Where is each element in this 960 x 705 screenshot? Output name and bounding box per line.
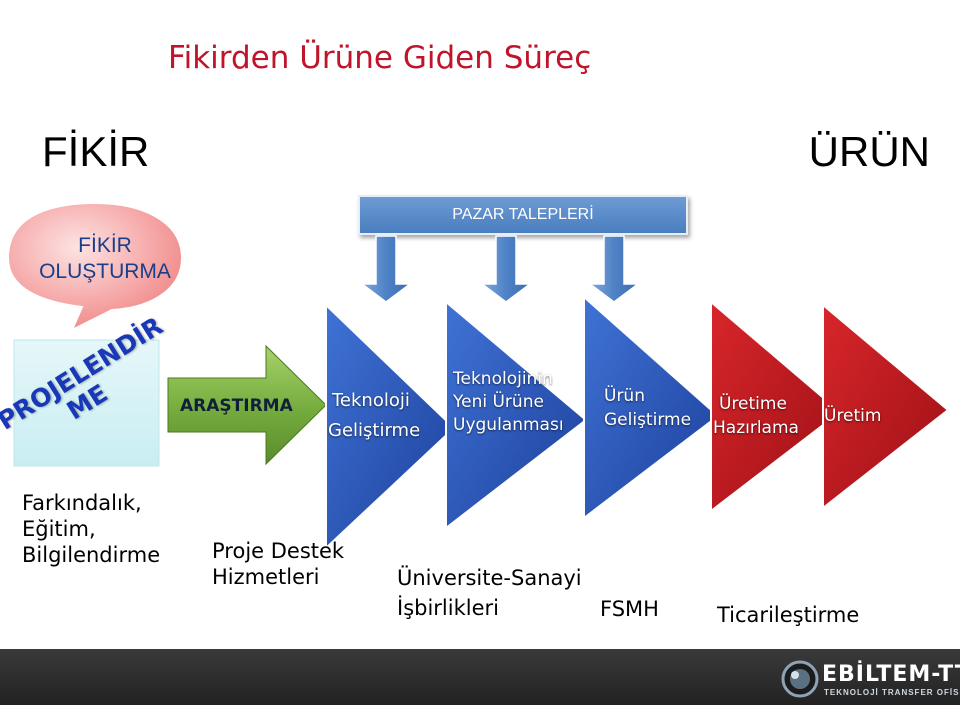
down-arrow-2: [479, 235, 533, 303]
commercialization-label: Ticarileştirme: [717, 603, 860, 627]
product-label: ÜRÜN: [808, 128, 930, 175]
idea-bubble: [6, 201, 184, 333]
awareness-line2: Eğitim,: [22, 517, 96, 541]
stage-technology-development: [325, 302, 456, 551]
stage-label-2: Teknolojinin Yeni Ürüne Uygulanması: [453, 368, 564, 437]
down-arrow-3: [587, 235, 641, 303]
page-title: Fikirden Ürüne Giden Süreç: [168, 40, 592, 76]
logo-subtitle: TEKNOLOJİ TRANSFER OFİSİ: [824, 688, 960, 697]
market-down-arrows: [359, 235, 641, 303]
stage-label-3: Ürün Geliştirme: [604, 384, 691, 432]
project-box: [13, 339, 160, 467]
stage-technology-application: [445, 299, 588, 531]
university-industry-line1: Üniversite-Sanayi: [397, 566, 582, 590]
project-support-line2: Hizmetleri: [212, 565, 320, 589]
stage-product-development: [583, 294, 720, 521]
stage-production: [822, 302, 950, 511]
university-industry-line2: İşbirlikleri: [397, 596, 499, 620]
stage-2-line3: Uygulanması: [453, 415, 564, 435]
university-industry-label: Üniversite-Sanayi İşbirlikleri: [397, 563, 582, 623]
idea-bubble-line2: OLUŞTURMA: [39, 260, 171, 283]
stage-2-line2: Yeni Ürüne: [453, 392, 544, 412]
ebiltem-logo-mark-icon: [781, 660, 819, 698]
stage-1-line1: Teknoloji: [332, 390, 410, 411]
fsmh-label: FSMH: [600, 597, 659, 621]
idea-bubble-text: FİKİR OLUŞTURMA: [15, 233, 195, 285]
stage-5-line1: Üretim: [824, 406, 882, 426]
research-label: ARAŞTIRMA: [180, 396, 293, 416]
awareness-line3: Bilgilendirme: [22, 543, 161, 567]
idea-label: FİKİR: [42, 128, 150, 175]
research-arrow: [167, 344, 327, 466]
stage-3-line1: Ürün: [604, 386, 645, 406]
stage-label-1: Teknoloji Geliştirme: [328, 389, 420, 443]
down-arrow-1: [359, 235, 413, 303]
market-demands-bar: PAZAR TALEPLERİ: [358, 195, 688, 235]
awareness-label: Farkındalık, Eğitim, Bilgilendirme: [22, 490, 160, 568]
idea-bubble-line1: FİKİR: [78, 234, 132, 257]
stage-label-4: Üretime Hazırlama: [713, 392, 799, 440]
stage-2-line1: Teknolojinin: [453, 369, 553, 389]
stage-1-line2: Geliştirme: [328, 420, 421, 441]
stage-production-preparation: [710, 299, 842, 514]
stage-3-line2: Geliştirme: [604, 410, 692, 430]
logo-name: EBİLTEM-TTO: [822, 662, 960, 687]
project-support-line1: Proje Destek: [212, 539, 345, 563]
project-support-label: Proje Destek Hizmetleri: [212, 538, 344, 590]
stage-label-5: Üretim: [824, 404, 881, 428]
stage-4-line1: Üretime: [719, 394, 787, 414]
awareness-line1: Farkındalık,: [22, 491, 142, 515]
stage-4-line2: Hazırlama: [713, 418, 799, 438]
